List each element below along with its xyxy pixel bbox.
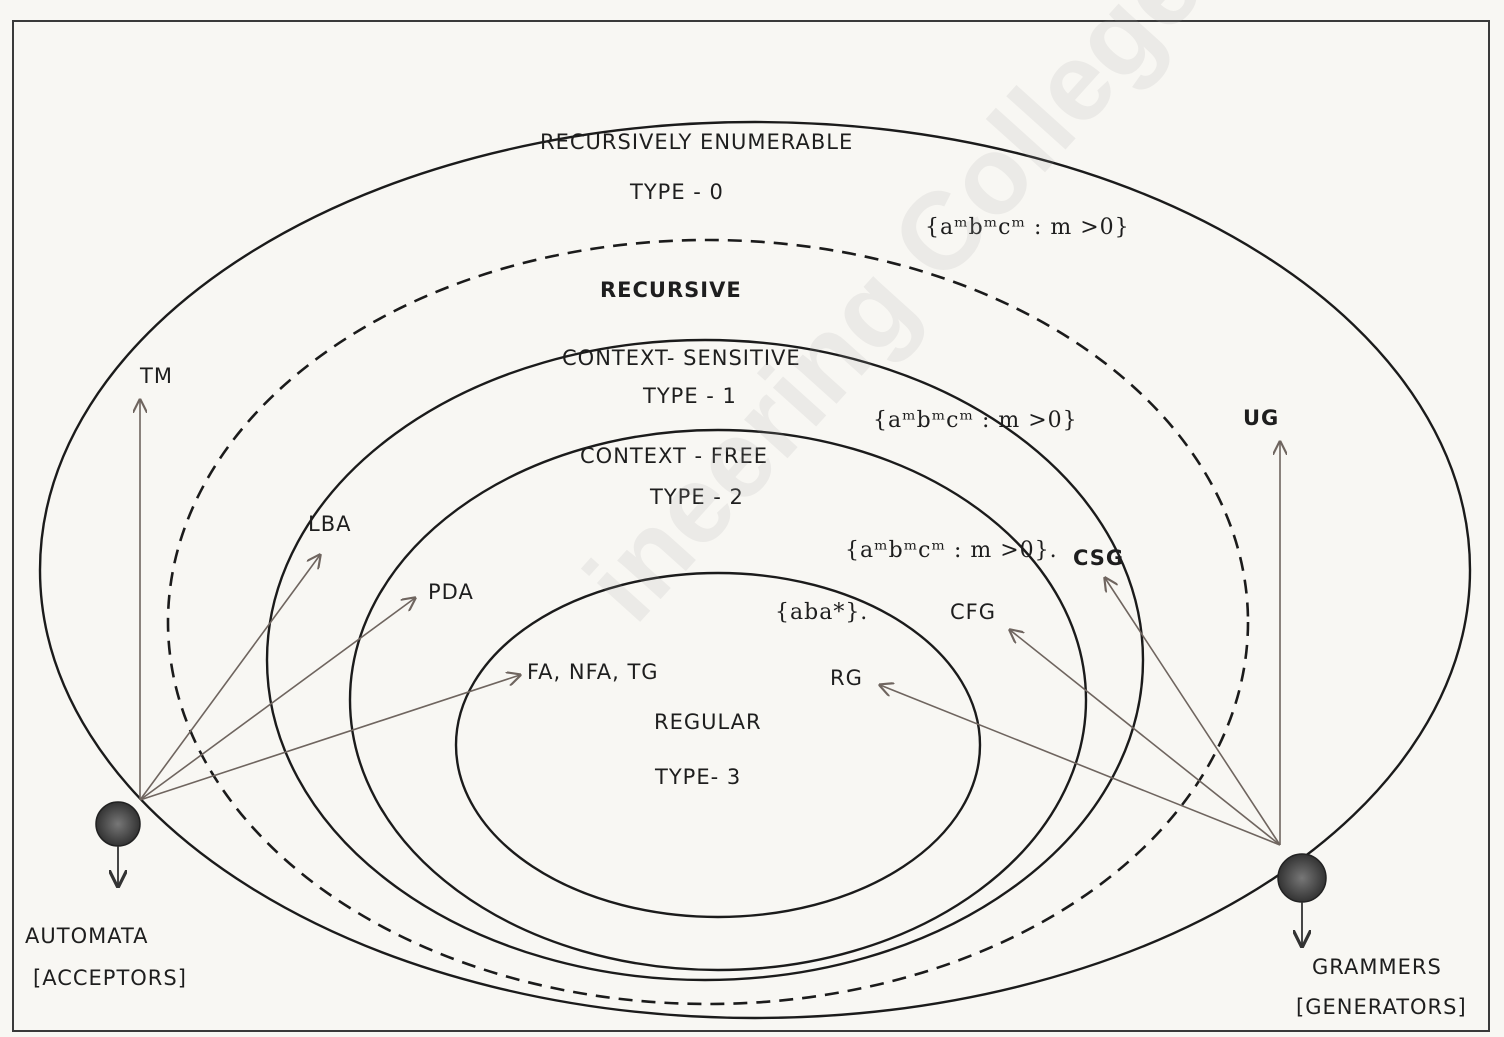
page-border — [12, 20, 1490, 1032]
label-acceptors: [ACCEPTORS] — [33, 966, 187, 990]
example-language-type3: {aba*}. — [775, 600, 869, 625]
arrow-to-rg — [880, 685, 1281, 846]
example-language-type2: {aᵐbᵐcᵐ : m >0}. — [845, 538, 1058, 563]
label-type-1: TYPE - 1 — [643, 384, 737, 408]
arrow-to-lba — [139, 555, 320, 801]
arrow-to-cfg — [1010, 630, 1281, 846]
label-type-0: TYPE - 0 — [630, 180, 724, 204]
label-grammers: GRAMMERS — [1312, 955, 1442, 979]
grammars-source-dot — [1277, 853, 1327, 903]
arrow-to-csg — [1105, 578, 1281, 846]
label-rg: RG — [830, 666, 863, 690]
example-language-type0: {aᵐbᵐcᵐ : m >0} — [925, 215, 1130, 240]
label-type-2: TYPE - 2 — [650, 485, 744, 509]
label-type-3: TYPE- 3 — [655, 765, 742, 789]
label-generators: [GENERATORS] — [1296, 995, 1467, 1019]
label-tm: TM — [140, 364, 173, 388]
label-lba: LBA — [308, 512, 352, 536]
automata-source-dot — [95, 801, 141, 847]
region-recursive — [166, 238, 1250, 1006]
label-context-free: CONTEXT - FREE — [580, 444, 768, 468]
arrow-to-fa — [139, 675, 520, 801]
example-language-type1: {aᵐbᵐcᵐ : m >0} — [873, 408, 1078, 433]
label-csg: CSG — [1073, 546, 1125, 570]
label-cfg: CFG — [950, 600, 997, 624]
label-pda: PDA — [428, 580, 474, 604]
region-context-sensitive — [265, 338, 1145, 982]
region-recursively-enumerable — [38, 120, 1472, 1020]
label-fa-nfa-tg: FA, NFA, TG — [527, 660, 659, 684]
label-recursive: RECURSIVE — [600, 278, 742, 302]
region-context-free — [348, 428, 1088, 972]
label-regular: REGULAR — [654, 710, 762, 734]
label-context-sensitive: CONTEXT- SENSITIVE — [562, 346, 801, 370]
label-recursively-enumerable: RECURSIVELY ENUMERABLE — [540, 130, 854, 154]
label-automata: AUTOMATA — [25, 924, 149, 948]
arrow-to-pda — [139, 598, 415, 801]
label-ug: UG — [1243, 406, 1280, 430]
region-regular — [454, 571, 982, 919]
